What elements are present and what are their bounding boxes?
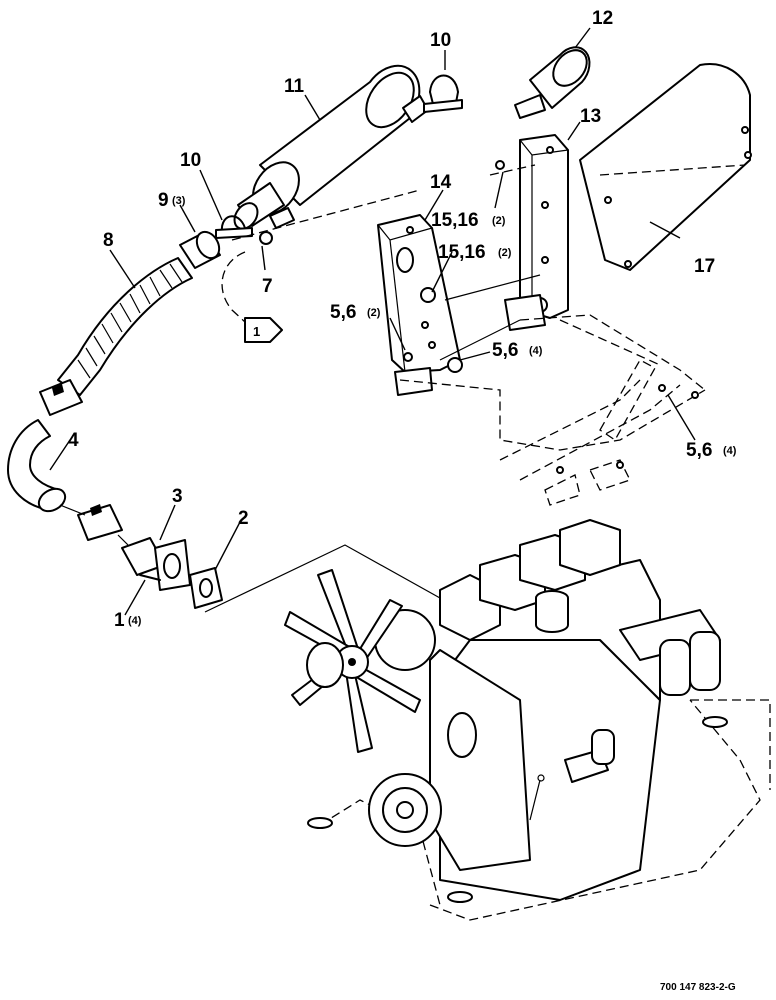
callout-11: 11 [284,76,305,97]
callout-5-6-right: 5,6 [686,440,712,461]
callout-7: 7 [262,276,273,297]
u-bolt-clamp-upper [423,74,463,113]
callout-3: 3 [172,486,183,507]
callout-9: 9 [158,190,169,211]
support-bracket-front [377,214,463,396]
callout-17: 17 [694,256,715,277]
exhaust-elbow [7,419,67,513]
hose-clamp-lower [77,504,123,541]
support-bracket-rear [504,134,569,331]
engine [284,519,771,921]
pipe-coupler [179,230,221,269]
callout-10-upper: 10 [430,30,451,51]
callout-9-qty: (3) [172,195,186,207]
callout-5-6-left-qty: (2) [367,307,381,319]
callout-10-lower: 10 [180,150,201,171]
hose-clamp-upper [39,379,83,416]
mounting-frame [399,314,706,506]
u-bolt-clamp-lower [215,215,253,239]
exhaust-gasket [189,567,223,609]
callout-15-16-upper: 15,16 [431,210,479,231]
callout-5-6-left: 5,6 [330,302,356,323]
callout-5-6-center: 5,6 [492,340,518,361]
callout-15-16-upper-qty: (2) [492,215,506,227]
reference-flag-label: 1 [253,324,260,339]
callout-5-6-right-qty: (4) [723,445,737,457]
alignment-line-elbow [59,504,86,516]
callout-4: 4 [68,430,79,451]
callout-1-qty: (4) [128,615,142,627]
figure-number: 700 147 823-2-G [660,982,736,993]
callout-12: 12 [592,8,613,29]
callout-14: 14 [430,172,452,193]
muffler [233,64,429,230]
callout-leaders [49,27,696,616]
alignment-line-muffler [231,189,421,241]
reference-flag: 1 [244,317,283,343]
alignment-line-flag [221,251,246,323]
bolt-15-16-upper [495,160,505,170]
callout-2: 2 [238,508,249,529]
callout-5-6-center-qty: (4) [529,345,543,357]
exhaust-adapter-flange [121,537,191,591]
clamp-nut [259,231,273,245]
callout-labels: 11 10 12 13 14 15,16 (2) 15,16 (2) 17 5,… [68,8,737,631]
rain-cap [514,46,591,119]
heat-shield [579,63,752,271]
callout-8: 8 [103,230,114,251]
callout-1: 1 [114,610,125,631]
flex-hose [57,257,193,396]
bolt-5-6-left [403,352,413,362]
manifold-leader-line [204,544,441,613]
callout-15-16-lower: 15,16 [438,242,486,263]
callout-13: 13 [580,106,601,127]
callout-15-16-lower-qty: (2) [498,247,512,259]
